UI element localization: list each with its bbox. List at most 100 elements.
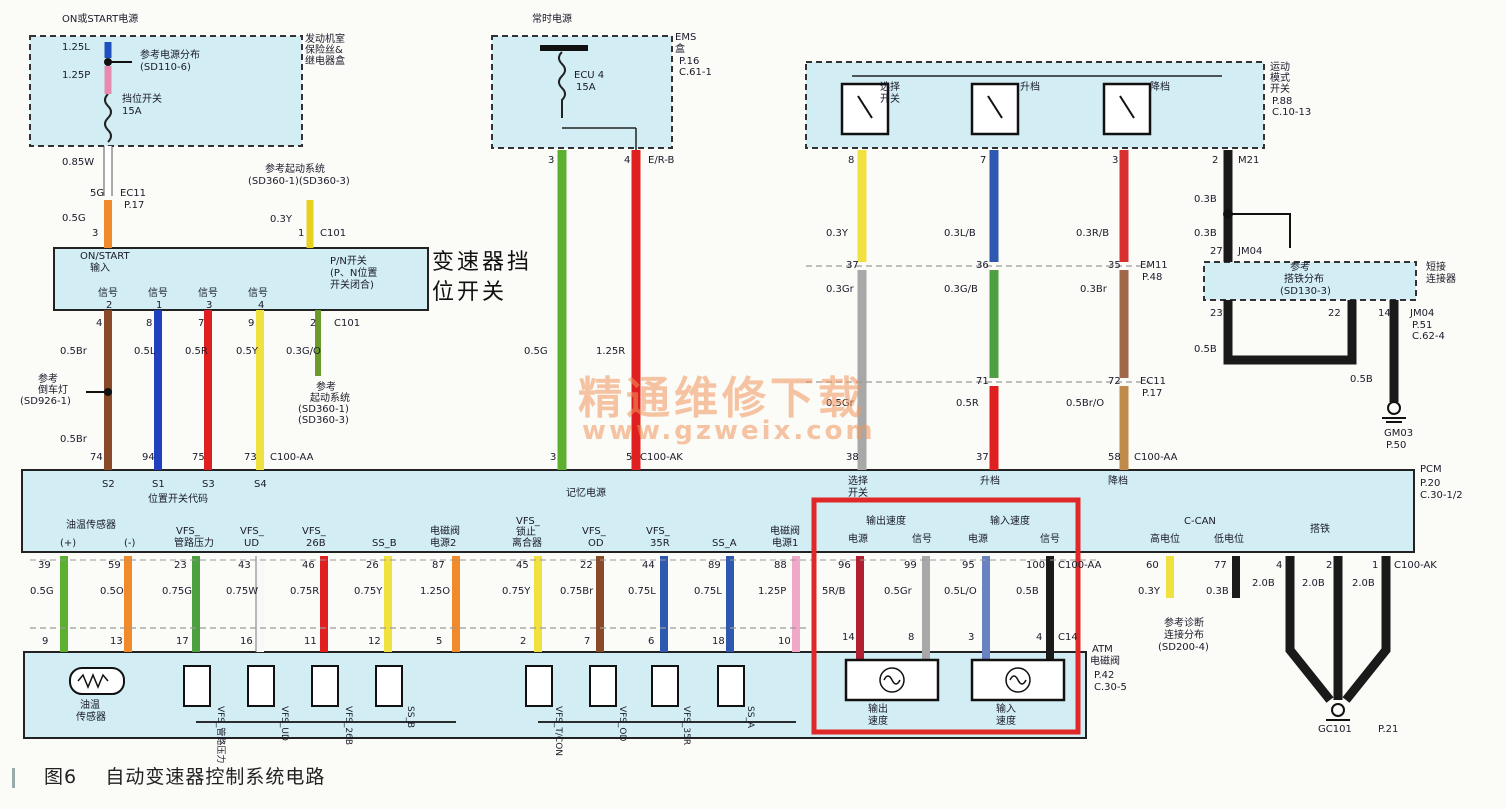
top-label-39: C.10-13 [1272,107,1311,118]
input-speed-sensor-icon [970,658,1066,702]
top-label-38: P.88 [1272,96,1292,107]
top-label-24: EMS [675,32,696,43]
mid-label-18: C101 [334,318,360,329]
bottom-label-63: (SD200-4) [1158,642,1209,653]
pcm-label-39: 电源 [968,532,988,545]
mid-label-71: 短接 [1426,260,1446,273]
mid-label-13: 4 [96,318,102,329]
ground-gm03-icon [1382,401,1406,423]
top-label-22: ECU 4 [574,70,604,81]
bottom-label-25: 0.75G [162,586,192,597]
pcm-label-18: VFS_ [240,526,265,537]
mid-label-72: 连接器 [1426,272,1456,285]
wire-m21-branch [1228,213,1291,248]
bottom-label-3: 43 [238,560,251,571]
bottom-label-47: 16 [240,636,253,647]
labels-top: ON或START电源1.25L参考电源分布(SD110-6)1.25P挡位开关1… [62,12,1311,239]
top-label-37: 开关 [1270,82,1290,95]
mid-label-36: C100-AA [270,452,314,463]
top-label-20: C101 [320,228,346,239]
fuse-ecu4 [558,51,566,118]
pcm-label-19: UD [244,538,259,549]
caption-bar [12,767,15,788]
solenoid-label-1: VFS_UD [279,706,289,741]
mid-label-17: 2 [310,318,316,329]
top-label-14: 0.5G [62,213,86,224]
pcm-label-30: VFS_ [646,526,671,537]
solenoid-label-6: VFS_35R [681,706,691,745]
ground-gc101-icon [1326,703,1350,721]
mid-label-33: 94 [142,452,155,463]
pcm-label-24: 电源2 [430,536,456,549]
bottom-label-62: 连接分布 [1164,628,1204,641]
mid-label-56: P.17 [1142,388,1162,399]
pcm-label-44: 搭铁 [1310,522,1330,535]
top-label-26: P.16 [679,56,699,67]
top-label-3: (SD110-6) [140,62,191,73]
top-label-11: 5G [90,188,104,199]
ems-box [491,35,673,149]
mid-label-35: 73 [244,452,257,463]
speed-sensor-highlight [811,497,1081,735]
bottom-label-18: 77 [1214,560,1227,571]
pcm-label-1: S1 [152,479,165,490]
top-label-28: 3 [548,155,554,166]
bottom-label-30: 0.75Y [502,586,531,597]
bottom-label-64: ATM [1092,644,1113,655]
pcm-label-13: 油温传感器 [66,518,116,531]
mid-label-32: 74 [90,452,103,463]
bottom-label-65: 电磁阀 [1090,654,1120,667]
mid-label-11: (P、N位置 [330,266,377,279]
mid-label-2: 信号 [98,287,118,299]
mid-label-4: 信号 [198,287,218,299]
mid-label-48: EM11 [1140,260,1168,271]
mid-label-67: JM04 [1237,246,1262,257]
pcm-label-4: 位置开关代码 [148,492,208,505]
pcm-label-36: 电源 [848,532,868,545]
bottom-label-56: 14 [842,632,855,643]
mid-label-79: 0.5B [1194,344,1217,355]
top-label-18: 0.3Y [270,214,293,225]
wire-ground-left [1285,556,1334,703]
mid-label-29: (SD360-1) [298,404,349,415]
bottom-label-44: 9 [42,636,48,647]
oil-temp-sensor-icon [69,667,125,695]
mid-label-74: 22 [1328,308,1341,319]
bottom-label-2: 23 [174,560,187,571]
output-speed-sensor-icon [844,658,940,702]
top-label-9: 继电器盒 [305,54,345,67]
bottom-label-22: C100-AK [1394,560,1437,571]
top-label-40: 8 [848,155,854,166]
pcm-label-27: 离合器 [512,536,542,549]
mid-label-63: C100-AA [1134,452,1178,463]
mid-label-62: 58 [1108,452,1121,463]
top-label-19: 1 [298,228,304,239]
bottom-label-73: 速度 [996,714,1016,727]
mid-label-9: 4 [258,300,264,311]
mid-label-37: 0.5G [524,346,548,357]
mid-label-52: 0.3Br [1080,284,1108,295]
solenoid-label-7: SS_A [745,706,755,729]
pcm-label-16: VFS_ [176,526,201,537]
solenoid-label-3: SS_B [405,706,415,728]
mid-label-78: C.62-4 [1412,331,1445,342]
top-label-1: 1.25L [62,42,90,53]
bottom-label-71: 速度 [868,714,888,727]
bottom-label-11: 88 [774,560,787,571]
top-label-21: 常时电源 [532,12,572,25]
pcm-label-2: S3 [202,479,215,490]
switch-upshift [970,82,1020,136]
mid-label-42: 0.3Y [826,228,849,239]
mid-label-66: 27 [1210,246,1223,257]
bottom-label-70: 输出 [868,702,888,715]
bottom-label-26: 0.75W [226,586,258,597]
mid-label-69: 搭铁分布 [1284,272,1324,285]
solenoid-coils [183,665,745,707]
top-label-25: 盒 [675,42,685,55]
mid-label-81: GM03 [1384,428,1413,439]
mid-label-53: 71 [976,376,989,387]
bottom-label-24: 0.5O [100,586,124,597]
